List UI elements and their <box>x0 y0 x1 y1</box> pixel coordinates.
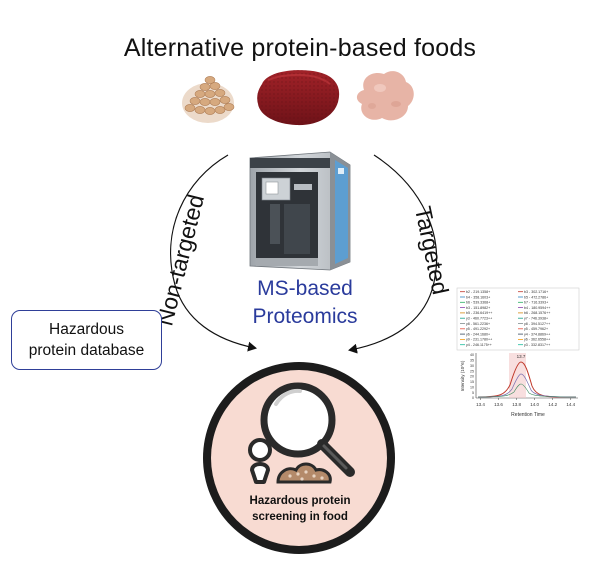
legend-entry: b2 - 219.1358+ <box>466 290 490 294</box>
screening-label-line1: Hazardous protein <box>250 495 351 507</box>
legend-entry: y9 - 231.1780++ <box>466 338 492 342</box>
chromatogram-trace-3 <box>477 383 577 398</box>
legend-entry: y5 - 459.7962+ <box>524 327 548 331</box>
legend-entry: y3 - 332.8317++ <box>524 343 550 347</box>
screening-circle <box>203 362 395 554</box>
legend-entry: y4 - 374.8869++ <box>524 332 550 336</box>
chromatogram-trace <box>477 361 576 398</box>
chromatogram-xlabel: Retention Time <box>511 412 545 418</box>
targeted-arrow <box>348 154 438 354</box>
legend-entry: b4 - 180.9594++ <box>524 306 550 310</box>
ms-label-line2: Proteomics <box>252 305 358 328</box>
x-tick-label: 14.4 <box>566 402 575 407</box>
diagram-title: Alternative protein-based foods <box>123 34 477 62</box>
hazardous-protein-database-box: Hazardous protein database <box>11 310 162 370</box>
y-tick-label: 0 <box>472 396 474 400</box>
legend-entry: b3 - 302.1716+ <box>524 290 548 294</box>
x-tick-label: 13.8 <box>512 402 521 407</box>
legend-entry: b7 - 716.3393+ <box>524 301 548 305</box>
x-tick-label: 13.4 <box>476 402 485 407</box>
legend-entry: b4 - 358.1603+ <box>466 295 490 299</box>
peak-label: 13.7 <box>517 354 526 359</box>
ms-proteomics-label: MS-based Proteomics <box>220 275 390 331</box>
protein-pin-icon <box>248 438 272 484</box>
legend-entry: b5 - 472.2786+ <box>524 295 548 299</box>
mass-spectrometer-icon <box>249 151 351 271</box>
y-tick-label: 40 <box>470 353 474 357</box>
chromatogram-ylabel: Intensity (10^6) <box>460 360 465 391</box>
legend-entry: y5 - 491.2292+ <box>466 327 490 331</box>
legend-entry: y8 - 561.2236+ <box>466 322 490 326</box>
legend-entry: b3 - 151.8982+ <box>466 306 490 310</box>
x-tick-label: 14.2 <box>548 402 557 407</box>
beans-icon <box>182 76 235 123</box>
legend-entry: y6 - 244.1680+ <box>466 332 490 336</box>
legend-entry: y8 - 394.5127++ <box>524 322 550 326</box>
y-tick-label: 30 <box>470 364 474 368</box>
y-tick-label: 25 <box>470 369 474 373</box>
legend-entry: y7 - 746.3938+ <box>524 317 548 321</box>
food-particles-icon <box>276 462 332 484</box>
database-line1: Hazardous <box>49 321 124 338</box>
chromatogram-trace-2 <box>477 373 577 398</box>
y-tick-label: 5 <box>472 391 474 395</box>
screening-label-line2: screening in food <box>252 511 348 523</box>
screening-circle-fill <box>211 370 387 546</box>
non-targeted-arrow <box>170 154 257 352</box>
targeted-label: Targeted <box>410 204 454 297</box>
y-tick-label: 35 <box>470 359 474 363</box>
legend-entry: b6 - 268.1576++ <box>524 311 550 315</box>
chromatogram: b2 - 219.1358+b4 - 358.1603+ b6 - 539.336… <box>456 287 580 418</box>
legend-entry: y3 - 460.7723++ <box>466 317 492 321</box>
legend-entry: b6 - 539.3368+ <box>466 301 490 305</box>
y-tick-label: 20 <box>470 375 474 379</box>
non-targeted-label: Non-targeted <box>151 192 209 329</box>
legend-entry: y6 - 362.6558++ <box>524 338 550 342</box>
y-tick-label: 10 <box>470 385 474 389</box>
legend-entry: b5 - 236.6419++ <box>466 311 492 315</box>
magnifier-icon <box>260 382 355 477</box>
y-tick-label: 15 <box>470 380 474 384</box>
x-tick-label: 13.6 <box>494 402 503 407</box>
x-tick-label: 14.0 <box>530 402 539 407</box>
pink-meat-icon <box>356 71 414 121</box>
red-meat-icon <box>257 70 340 126</box>
ms-label-line1: MS-based <box>257 277 353 300</box>
database-line2: protein database <box>28 342 145 359</box>
legend-entry: y4 - 246.1175++ <box>466 343 492 347</box>
